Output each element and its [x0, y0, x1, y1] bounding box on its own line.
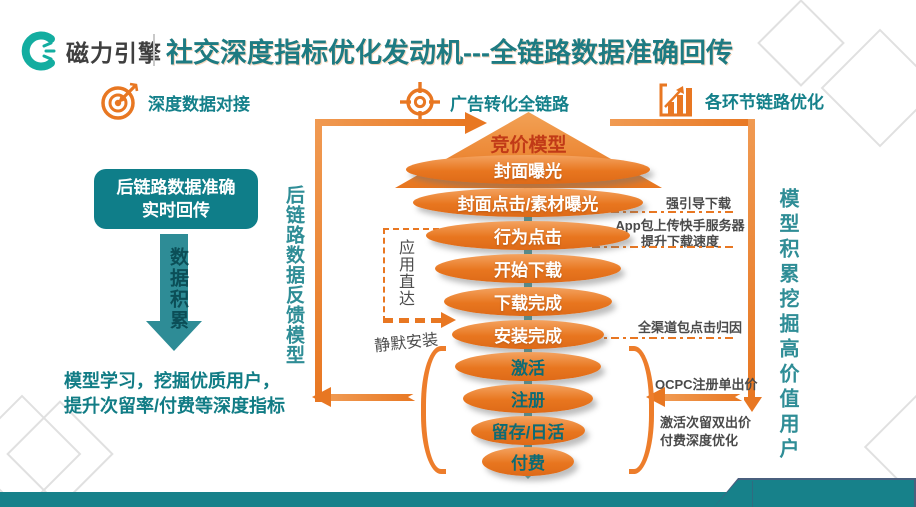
- data-accumulation-arrow: [160, 234, 188, 322]
- app-direct-dashed-arrow: [383, 318, 441, 323]
- crosshair-target-icon: [400, 82, 440, 122]
- note-app-upload-line1: App包上传快手服务器: [615, 218, 745, 233]
- page-title: 社交深度指标优化发动机---全链路数据准确回传: [166, 38, 733, 68]
- model-learning-summary: 模型学习，挖掘优质用户， 提升次留率/付费等深度指标: [64, 369, 285, 419]
- funnel-stage-download-done: 下载完成: [444, 287, 612, 316]
- arrow-tail-notch: [408, 392, 417, 402]
- loop-arrow-bottom-left: [330, 394, 416, 401]
- loop-line-left-vertical: [315, 119, 322, 402]
- loop-line-top-right: [610, 119, 755, 126]
- data-accumulation-label: 数据积累: [167, 247, 188, 331]
- data-accumulation-arrowhead: [146, 321, 202, 351]
- loop-line-right-vertical: [748, 119, 755, 397]
- funnel-stage-cover-click: 封面点击/素材曝光: [413, 188, 643, 217]
- funnel-stage-cover-exposure: 封面曝光: [406, 155, 650, 184]
- funnel-stage-activate: 激活: [455, 352, 601, 381]
- loop-arrowhead-into-funnel: [465, 112, 487, 134]
- bottom-bar-seam: [752, 481, 753, 507]
- brand-logo: 磁力引擎: [18, 30, 162, 72]
- bar-chart-icon: [659, 83, 692, 117]
- loop-arrow-bottom-right: [664, 394, 744, 401]
- note-double-bid: 激活次留双出价: [660, 415, 752, 430]
- app-direct-label: 应用直达: [396, 239, 413, 307]
- funnel-stage-download-start: 开始下载: [435, 254, 621, 283]
- dart-target-icon: [101, 82, 139, 120]
- section-conversion-chain: 广告转化全链路: [399, 81, 569, 123]
- magnet-c-icon: [21, 31, 56, 71]
- note-attribution: 全渠道包点击归因: [638, 320, 743, 335]
- note-strong-guide: 强引导下载: [666, 196, 732, 211]
- note-app-upload-line2: 提升下载速度: [640, 234, 719, 249]
- bottom-bar: [0, 492, 916, 507]
- app-direct-dashed-arrowhead: [441, 312, 456, 328]
- funnel-stage-behavior-click: 行为点击: [426, 221, 630, 250]
- postlink-box-line2: 实时回传: [142, 201, 210, 220]
- postlink-data-box: 后链路数据准确 实时回传: [94, 169, 258, 229]
- app-direct-dashed-border: [383, 228, 385, 322]
- funnel-stage-payment: 付费: [482, 447, 574, 476]
- funnel-stage-register: 注册: [463, 384, 593, 413]
- funnel-stage-install-done: 安装完成: [452, 320, 604, 349]
- divider: [153, 34, 155, 66]
- left-axis-label: 后链路数据反馈模型: [283, 185, 304, 365]
- section-label: 深度数据对接: [148, 94, 250, 114]
- diamond-decoration: [757, 0, 845, 87]
- bracket-right: [629, 346, 654, 474]
- section-deep-data: 深度数据对接: [99, 82, 250, 122]
- note-app-upload: App包上传快手服务器 提升下载速度: [600, 218, 760, 250]
- summary-line2: 提升次留率/付费等深度指标: [64, 396, 285, 416]
- summary-line1: 模型学习，挖掘优质用户，: [64, 371, 280, 391]
- note-ocpc-bid: OCPC注册单出价: [655, 377, 758, 392]
- funnel-center-line: [524, 183, 532, 451]
- funnel-apex-label: 竞价模型: [490, 135, 567, 156]
- brand-name: 磁力引擎: [66, 40, 162, 66]
- dashdot-separator: [592, 337, 733, 339]
- dashdot-separator: [592, 246, 733, 248]
- right-axis-label: 模型积累挖掘高价值用户: [776, 188, 798, 463]
- loop-line-top-left: [315, 119, 465, 126]
- silent-install-label: 静默安装: [373, 331, 439, 356]
- loop-arrowhead-left: [312, 387, 331, 407]
- arrow-tail-notch: [735, 392, 744, 402]
- bracket-left: [421, 346, 446, 474]
- app-direct-dashed-border: [383, 228, 439, 230]
- section-label: 广告转化全链路: [450, 94, 569, 114]
- section-link-optimization: 各环节链路优化: [656, 80, 824, 120]
- loop-arrowhead-down: [742, 397, 762, 412]
- funnel-stage-retention: 留存/日活: [471, 416, 585, 445]
- dashdot-separator: [592, 211, 733, 213]
- bottom-bar-step: [714, 480, 914, 507]
- section-label: 各环节链路优化: [705, 92, 824, 112]
- note-pay-depth: 付费深度优化: [660, 433, 739, 448]
- postlink-box-line1: 后链路数据准确: [116, 178, 236, 197]
